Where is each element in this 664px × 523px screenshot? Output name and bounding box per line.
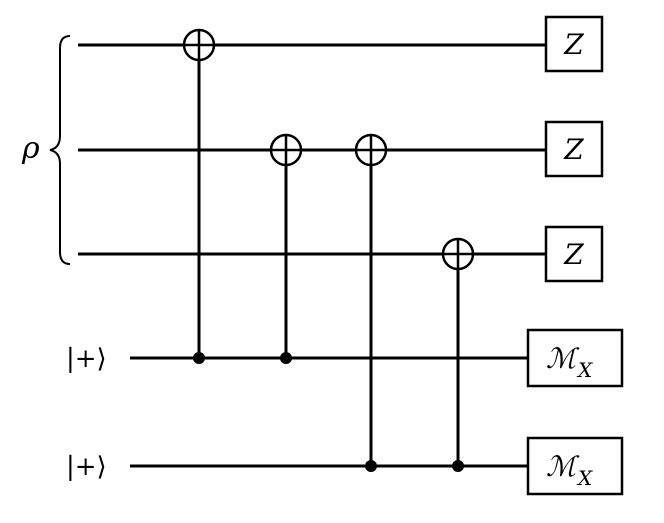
state-label-rho: ρ <box>21 131 40 166</box>
measurement-label: ℳ <box>546 450 580 483</box>
measurement-label: Z <box>563 238 584 271</box>
measurement-subscript: X <box>576 466 593 490</box>
measurement-box-frame <box>526 328 624 388</box>
measurement-box-frame <box>544 120 604 178</box>
measurement-box-frame <box>544 225 604 283</box>
measurement-box-frame <box>544 15 604 73</box>
control-dot <box>452 460 464 472</box>
measurement-box-z: Z <box>544 120 604 178</box>
cnot-gate <box>441 237 475 472</box>
cnot-gate <box>354 133 388 472</box>
control-dot <box>193 352 205 364</box>
measurement-label: Z <box>563 133 584 166</box>
ancilla-input-label: |+⟩ <box>66 452 107 482</box>
measurement-box-mx: ℳ X <box>526 436 624 496</box>
measurement-label: Z <box>563 28 584 61</box>
ancilla-input-label: |+⟩ <box>66 344 107 374</box>
measurement-box-frame <box>526 436 624 496</box>
measurement-box-mx: ℳ X <box>526 328 624 388</box>
control-dot <box>280 352 292 364</box>
measurement-label: ℳ <box>546 342 580 375</box>
measurement-box-z: Z <box>544 225 604 283</box>
cnot-gate <box>269 133 303 364</box>
control-dot <box>365 460 377 472</box>
measurement-subscript: X <box>576 358 593 382</box>
measurement-box-z: Z <box>544 15 604 73</box>
cnot-gate <box>182 28 216 364</box>
data-register-brace <box>49 35 71 265</box>
